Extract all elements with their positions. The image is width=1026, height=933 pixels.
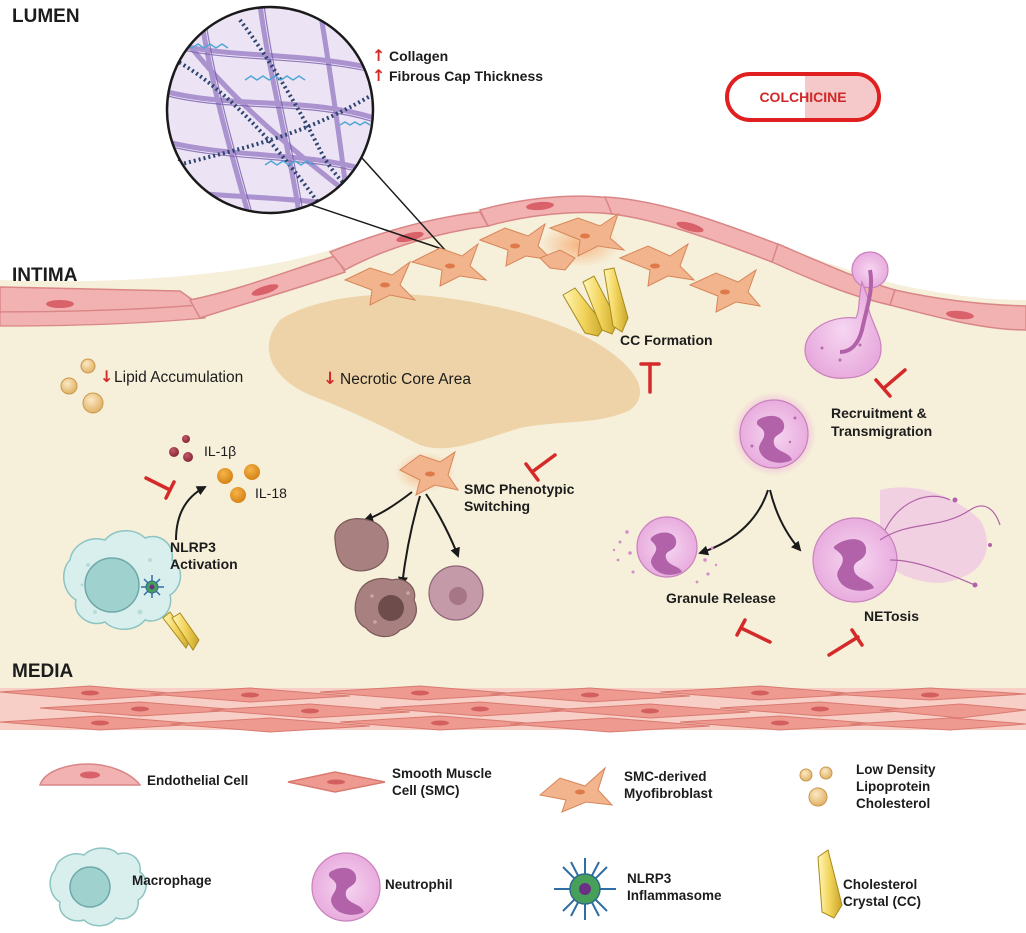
legend-myofibroblast-label-2: Myofibroblast bbox=[624, 786, 713, 801]
legend-neutrophil: Neutrophil bbox=[311, 852, 453, 922]
increase-arrow-icon: ↑ bbox=[372, 46, 385, 65]
legend-endothelial: Endothelial Cell bbox=[38, 763, 248, 788]
recruitment-label-2: Transmigration bbox=[831, 423, 932, 439]
nlrp3-activation-label-2: Activation bbox=[170, 556, 238, 572]
inhibition-nlrp3 bbox=[144, 476, 176, 500]
inhibition-smc-switch bbox=[524, 453, 557, 482]
netosis-neutrophil bbox=[812, 487, 1001, 603]
granule-release-label: Granule Release bbox=[666, 590, 776, 606]
activated-neutrophil bbox=[732, 392, 816, 476]
intima-tissue bbox=[0, 199, 1026, 710]
fibrous-cap-label: Fibrous Cap Thickness bbox=[389, 68, 543, 84]
decrease-arrow-icon: ↓ bbox=[323, 369, 337, 389]
recruitment-label-1: Recruitment & bbox=[831, 405, 927, 421]
smc-switching-label-1: SMC Phenotypic bbox=[464, 481, 575, 497]
lipid-effect: ↓ Lipid Accumulation bbox=[100, 367, 243, 386]
colchicine-label: COLCHICINE bbox=[759, 89, 846, 105]
cytokine-release-arrow bbox=[175, 486, 207, 541]
il1b-particles bbox=[169, 435, 193, 462]
cholesterol-crystal-icon bbox=[162, 611, 200, 651]
il18-particles bbox=[217, 464, 260, 503]
legend-smc-label-2: Cell (SMC) bbox=[392, 783, 460, 798]
inhibition-granule bbox=[735, 618, 772, 644]
legend-ldl: Low Density Lipoprotein Cholesterol bbox=[799, 762, 936, 811]
lipid-accumulation-label: Lipid Accumulation bbox=[114, 369, 243, 386]
legend-smc: Smooth Muscle Cell (SMC) bbox=[287, 766, 492, 798]
intima-label: INTIMA bbox=[12, 265, 78, 286]
ldl-particles bbox=[60, 358, 104, 414]
transmigrating-neutrophil bbox=[804, 251, 889, 379]
legend-neutrophil-label: Neutrophil bbox=[385, 877, 453, 892]
legend-ldl-label-1: Low Density bbox=[856, 762, 936, 777]
switched-cells bbox=[334, 518, 484, 638]
il18-label: IL-18 bbox=[255, 485, 287, 501]
decrease-arrow-icon: ↓ bbox=[100, 367, 113, 386]
legend-macrophage: Macrophage bbox=[49, 847, 212, 927]
inhibition-recruitment bbox=[874, 368, 907, 398]
macrophage-cell bbox=[63, 530, 200, 651]
netosis-label: NETosis bbox=[864, 608, 919, 624]
legend-crystal-label-1: Cholesterol bbox=[843, 877, 917, 892]
legend-nlrp3: NLRP3 Inflammasome bbox=[554, 858, 722, 920]
necrotic-core-effect: ↓ Necrotic Core Area bbox=[323, 369, 471, 389]
colchicine-pill: COLCHICINE bbox=[725, 72, 881, 122]
increase-arrow-icon: ↑ bbox=[372, 66, 385, 85]
collagen-zoom-inset bbox=[165, 5, 446, 251]
legend-ldl-label-3: Cholesterol bbox=[856, 796, 930, 811]
legend-myofibroblast-label-1: SMC-derived bbox=[624, 769, 707, 784]
switching-arrows bbox=[363, 491, 460, 587]
smc-switching-label-2: Switching bbox=[464, 498, 530, 514]
fibrous-cap-effect: ↑ Fibrous Cap Thickness bbox=[372, 66, 543, 85]
legend-crystal: Cholesterol Crystal (CC) bbox=[817, 849, 921, 919]
inhibition-netosis bbox=[827, 628, 864, 657]
cholesterol-crystals bbox=[562, 267, 629, 337]
inhibition-cc bbox=[639, 362, 661, 394]
collagen-label: Collagen bbox=[389, 48, 448, 64]
nlrp3-inflammasome-icon bbox=[141, 575, 164, 598]
collagen-effect: ↑ Collagen bbox=[372, 46, 448, 65]
legend-ldl-label-2: Lipoprotein bbox=[856, 779, 930, 794]
il1b-label: IL-1β bbox=[204, 443, 236, 459]
legend: Endothelial Cell Smooth Muscle Cell (SMC… bbox=[38, 762, 936, 927]
degranulating-neutrophil bbox=[612, 516, 718, 584]
switching-myofibroblast bbox=[395, 450, 460, 496]
media-smc-layer bbox=[0, 685, 1026, 733]
cap-myofibroblasts bbox=[343, 212, 762, 313]
legend-nlrp3-label-1: NLRP3 bbox=[627, 871, 672, 886]
media-label: MEDIA bbox=[12, 661, 74, 682]
lumen-label: LUMEN bbox=[12, 6, 80, 27]
endothelium-layer bbox=[0, 195, 1026, 331]
nlrp3-activation-label-1: NLRP3 bbox=[170, 539, 216, 555]
necrotic-core bbox=[268, 294, 640, 449]
necrotic-core-label: Necrotic Core Area bbox=[340, 371, 471, 388]
legend-crystal-label-2: Crystal (CC) bbox=[843, 894, 921, 909]
legend-smc-label-1: Smooth Muscle bbox=[392, 766, 492, 781]
legend-nlrp3-label-2: Inflammasome bbox=[627, 888, 722, 903]
legend-myofibroblast: SMC-derived Myofibroblast bbox=[538, 766, 713, 813]
cc-formation-label: CC Formation bbox=[620, 332, 713, 348]
legend-macrophage-label: Macrophage bbox=[132, 873, 212, 888]
legend-endothelial-label: Endothelial Cell bbox=[147, 773, 248, 788]
